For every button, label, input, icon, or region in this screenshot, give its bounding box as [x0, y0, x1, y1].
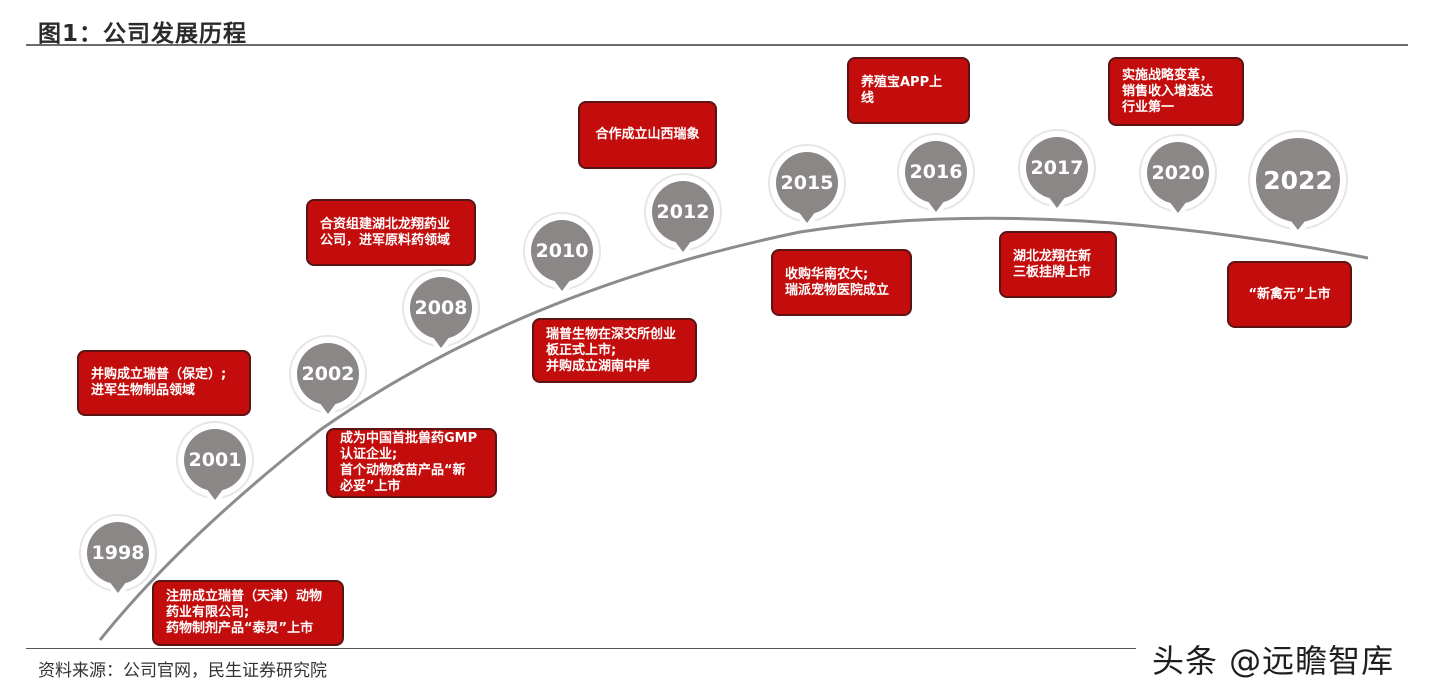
year-label: 2012	[656, 201, 710, 223]
year-marker-2017: 2017	[1017, 128, 1097, 228]
year-marker-1998: 1998	[78, 513, 158, 613]
year-marker-2020: 2020	[1138, 133, 1218, 233]
milestone-box-2020: 实施战略变革， 销售收入增速达 行业第一	[1108, 57, 1244, 126]
footer-rule	[26, 648, 1136, 649]
year-marker-2001: 2001	[175, 420, 255, 520]
year-marker-2016: 2016	[896, 132, 976, 232]
year-marker-2010: 2010	[522, 211, 602, 311]
milestone-box-2016: 养殖宝APP上 线	[847, 57, 970, 124]
year-label: 2016	[909, 161, 963, 183]
source-note: 资料来源：公司官网，民生证券研究院	[38, 661, 327, 681]
milestone-box-2017: 湖北龙翔在新 三板挂牌上市	[999, 231, 1117, 298]
year-label: 2017	[1030, 157, 1084, 179]
timeline-curve	[98, 216, 1369, 641]
figure-title: 图1：公司发展历程	[38, 21, 248, 47]
year-label: 2002	[301, 363, 355, 385]
year-label: 2015	[780, 172, 834, 194]
milestone-box-2008: 合资组建湖北龙翔药业 公司，进军原料药领域	[306, 199, 476, 266]
milestone-box-1998: 注册成立瑞普（天津）动物 药业有限公司; 药物制剂产品“泰灵”上市	[152, 580, 344, 646]
year-label: 2010	[535, 240, 589, 262]
year-marker-2002: 2002	[288, 334, 368, 434]
year-label: 1998	[91, 542, 145, 564]
year-marker-2015: 2015	[767, 143, 847, 243]
year-marker-2022: 2022	[1246, 130, 1350, 246]
year-label: 2020	[1151, 162, 1205, 184]
year-label: 2008	[414, 297, 468, 319]
milestone-box-2002: 成为中国首批兽药GMP 认证企业; 首个动物疫苗产品“新 必妥”上市	[326, 428, 497, 498]
watermark: 头条 @远瞻智库	[1152, 642, 1395, 680]
year-label: 2001	[188, 449, 242, 471]
milestone-box-2012: 合作成立山西瑞象	[578, 101, 717, 169]
milestone-box-2001: 并购成立瑞普（保定）; 进军生物制品领域	[77, 350, 251, 416]
year-marker-2008: 2008	[401, 268, 481, 368]
title-underline	[26, 44, 1408, 46]
milestone-box-2015: 收购华南农大; 瑞派宠物医院成立	[771, 249, 912, 316]
year-marker-2012: 2012	[643, 172, 723, 272]
milestone-box-2022: “新禽元”上市	[1227, 261, 1352, 328]
year-label: 2022	[1263, 165, 1333, 195]
milestone-box-2010: 瑞普生物在深交所创业 板正式上市; 并购成立湖南中岸	[532, 318, 697, 383]
